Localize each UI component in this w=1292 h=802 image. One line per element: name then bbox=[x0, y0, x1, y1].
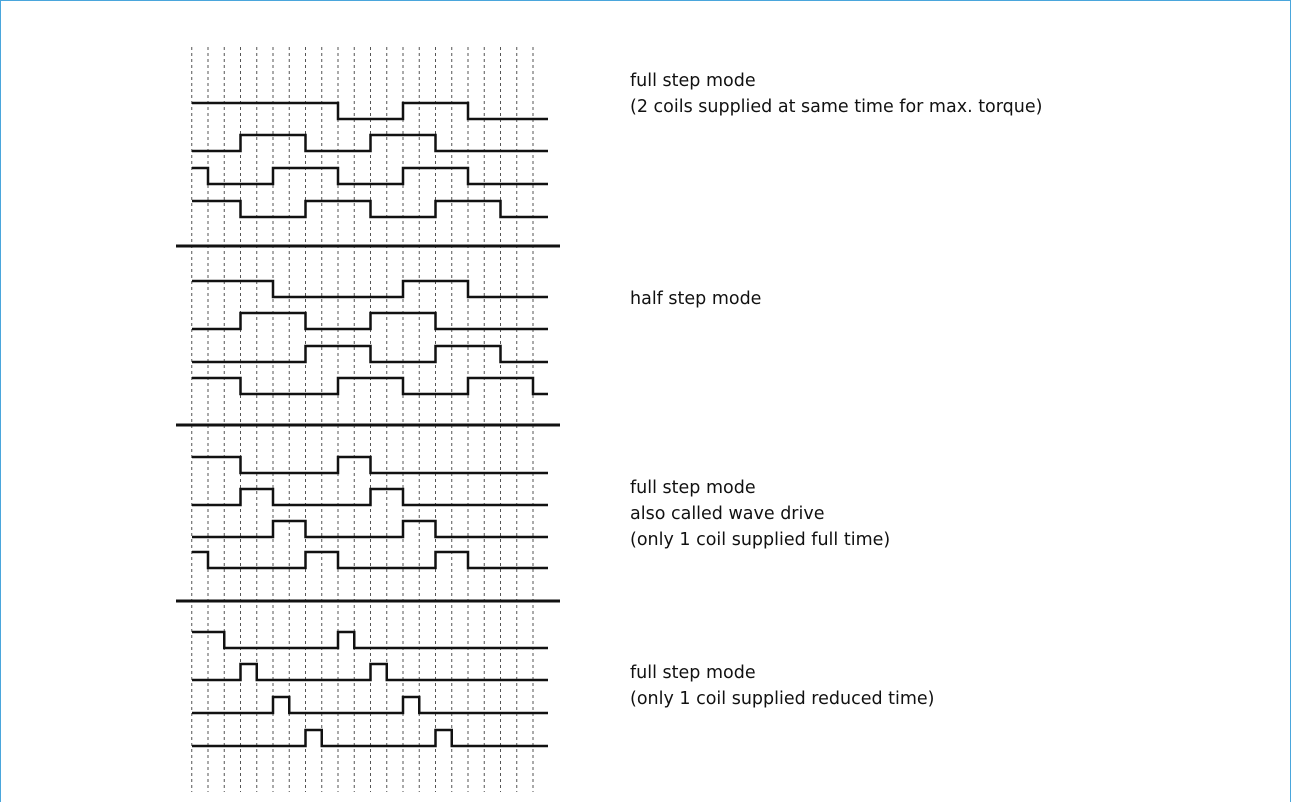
label-wave-drive: full step mode also called wave drive (o… bbox=[630, 475, 890, 553]
coil-waveform bbox=[192, 166, 548, 186]
coil-waveform bbox=[192, 519, 548, 539]
coil-waveform bbox=[192, 311, 548, 331]
coil-waveform bbox=[192, 376, 548, 396]
label-line: (only 1 coil supplied full time) bbox=[630, 530, 891, 550]
label-line: (2 coils supplied at same time for max. … bbox=[630, 97, 1043, 117]
coil-waveform bbox=[192, 455, 548, 475]
label-line: (only 1 coil supplied reduced time) bbox=[630, 689, 935, 709]
coil-waveform bbox=[192, 630, 548, 650]
coil-waveform bbox=[192, 487, 548, 507]
coil-waveform bbox=[192, 550, 548, 570]
coil-waveform bbox=[192, 728, 548, 748]
label-full-step-two-coil: full step mode (2 coils supplied at same… bbox=[630, 68, 1042, 120]
label-reduced-time: full step mode (only 1 coil supplied red… bbox=[630, 660, 935, 712]
label-line: full step mode bbox=[630, 663, 756, 683]
coil-waveform bbox=[192, 133, 548, 153]
coil-waveform bbox=[192, 662, 548, 682]
label-half-step: half step mode bbox=[630, 286, 761, 312]
step-gridlines bbox=[191, 47, 534, 792]
label-line: also called wave drive bbox=[630, 504, 825, 524]
coil-waveforms bbox=[192, 101, 548, 748]
label-line: full step mode bbox=[630, 478, 756, 498]
mode-separators bbox=[176, 244, 560, 603]
coil-waveform bbox=[192, 695, 548, 715]
coil-waveform bbox=[192, 199, 548, 219]
label-line: half step mode bbox=[630, 289, 762, 309]
label-line: full step mode bbox=[630, 71, 756, 91]
coil-waveform bbox=[192, 279, 548, 299]
coil-waveform bbox=[192, 101, 548, 121]
coil-waveform bbox=[192, 344, 548, 364]
